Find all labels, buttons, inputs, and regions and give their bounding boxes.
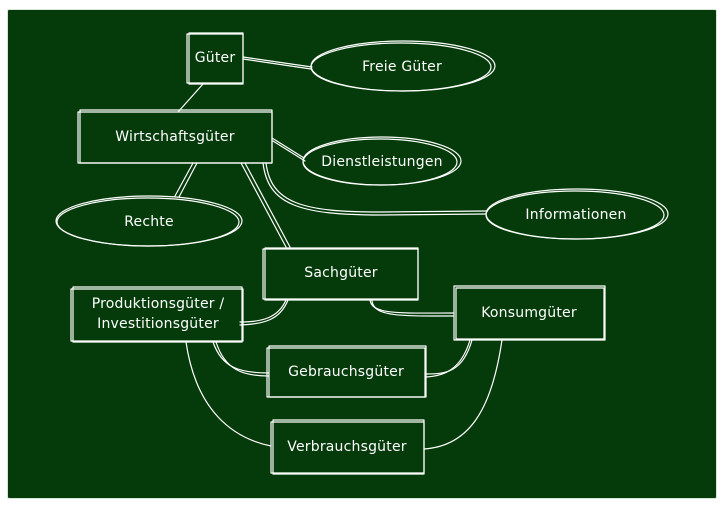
connector-gueter-wirtschaftsgueter xyxy=(177,83,204,113)
connector-wirtschaftsgueter-informationen xyxy=(262,162,487,216)
connector-sachgueter-produktionsgueter xyxy=(239,299,289,326)
node-label-dienstleistungen: Dienstleistungen xyxy=(321,154,443,170)
node-label-rechte: Rechte xyxy=(124,214,174,230)
connector-gueter-freie xyxy=(242,56,313,70)
node-box-wirtschaftsgueter xyxy=(77,109,273,164)
node-ellipse-rechte xyxy=(55,195,243,247)
node-label-freie-gueter: Freie Güter xyxy=(362,59,442,75)
node-box-gueter xyxy=(186,32,244,85)
node-box-produktionsgueter xyxy=(70,286,244,343)
node-label-gebrauchsgueter: Gebrauchsgüter xyxy=(288,364,404,380)
connector-produktionsgueter-verbrauchsgueter xyxy=(185,341,272,447)
connector-wirtschaftsgueter-sachgueter xyxy=(240,162,291,248)
node-label-produktionsgueter: Produktionsgüter / Investitionsgüter xyxy=(91,296,225,332)
node-box-sachgueter xyxy=(262,247,419,301)
chalkboard-canvas xyxy=(7,9,717,499)
node-label-konsumgueter: Konsumgüter xyxy=(481,305,577,321)
node-label-verbrauchsgueter: Verbrauchsgüter xyxy=(287,439,407,455)
connector-konsumgueter-gebrauchsgueter xyxy=(425,339,473,378)
node-label-sachgueter: Sachgüter xyxy=(304,265,378,281)
node-ellipse-informationen xyxy=(485,188,669,240)
node-box-gebrauchsgueter xyxy=(266,345,427,398)
node-label-gueter: Güter xyxy=(194,50,236,66)
node-label-wirtschaftsgueter: Wirtschaftsgüter xyxy=(115,129,235,145)
node-ellipse-freie-gueter xyxy=(310,40,496,92)
connector-konsumgueter-verbrauchsgueter xyxy=(423,339,503,450)
connector-wirtschaftsgueter-dienstleistungen xyxy=(271,137,306,162)
node-box-konsumgueter xyxy=(453,285,606,341)
node-label-informationen: Informationen xyxy=(525,207,627,223)
connector-produktionsgueter-gebrauchsgueter xyxy=(212,341,270,377)
node-ellipse-dienstleistungen xyxy=(302,136,462,186)
node-box-verbrauchsgueter xyxy=(270,419,425,475)
connector-sachgueter-konsumgueter xyxy=(369,299,455,317)
connector-wirtschaftsgueter-rechte xyxy=(174,162,198,198)
